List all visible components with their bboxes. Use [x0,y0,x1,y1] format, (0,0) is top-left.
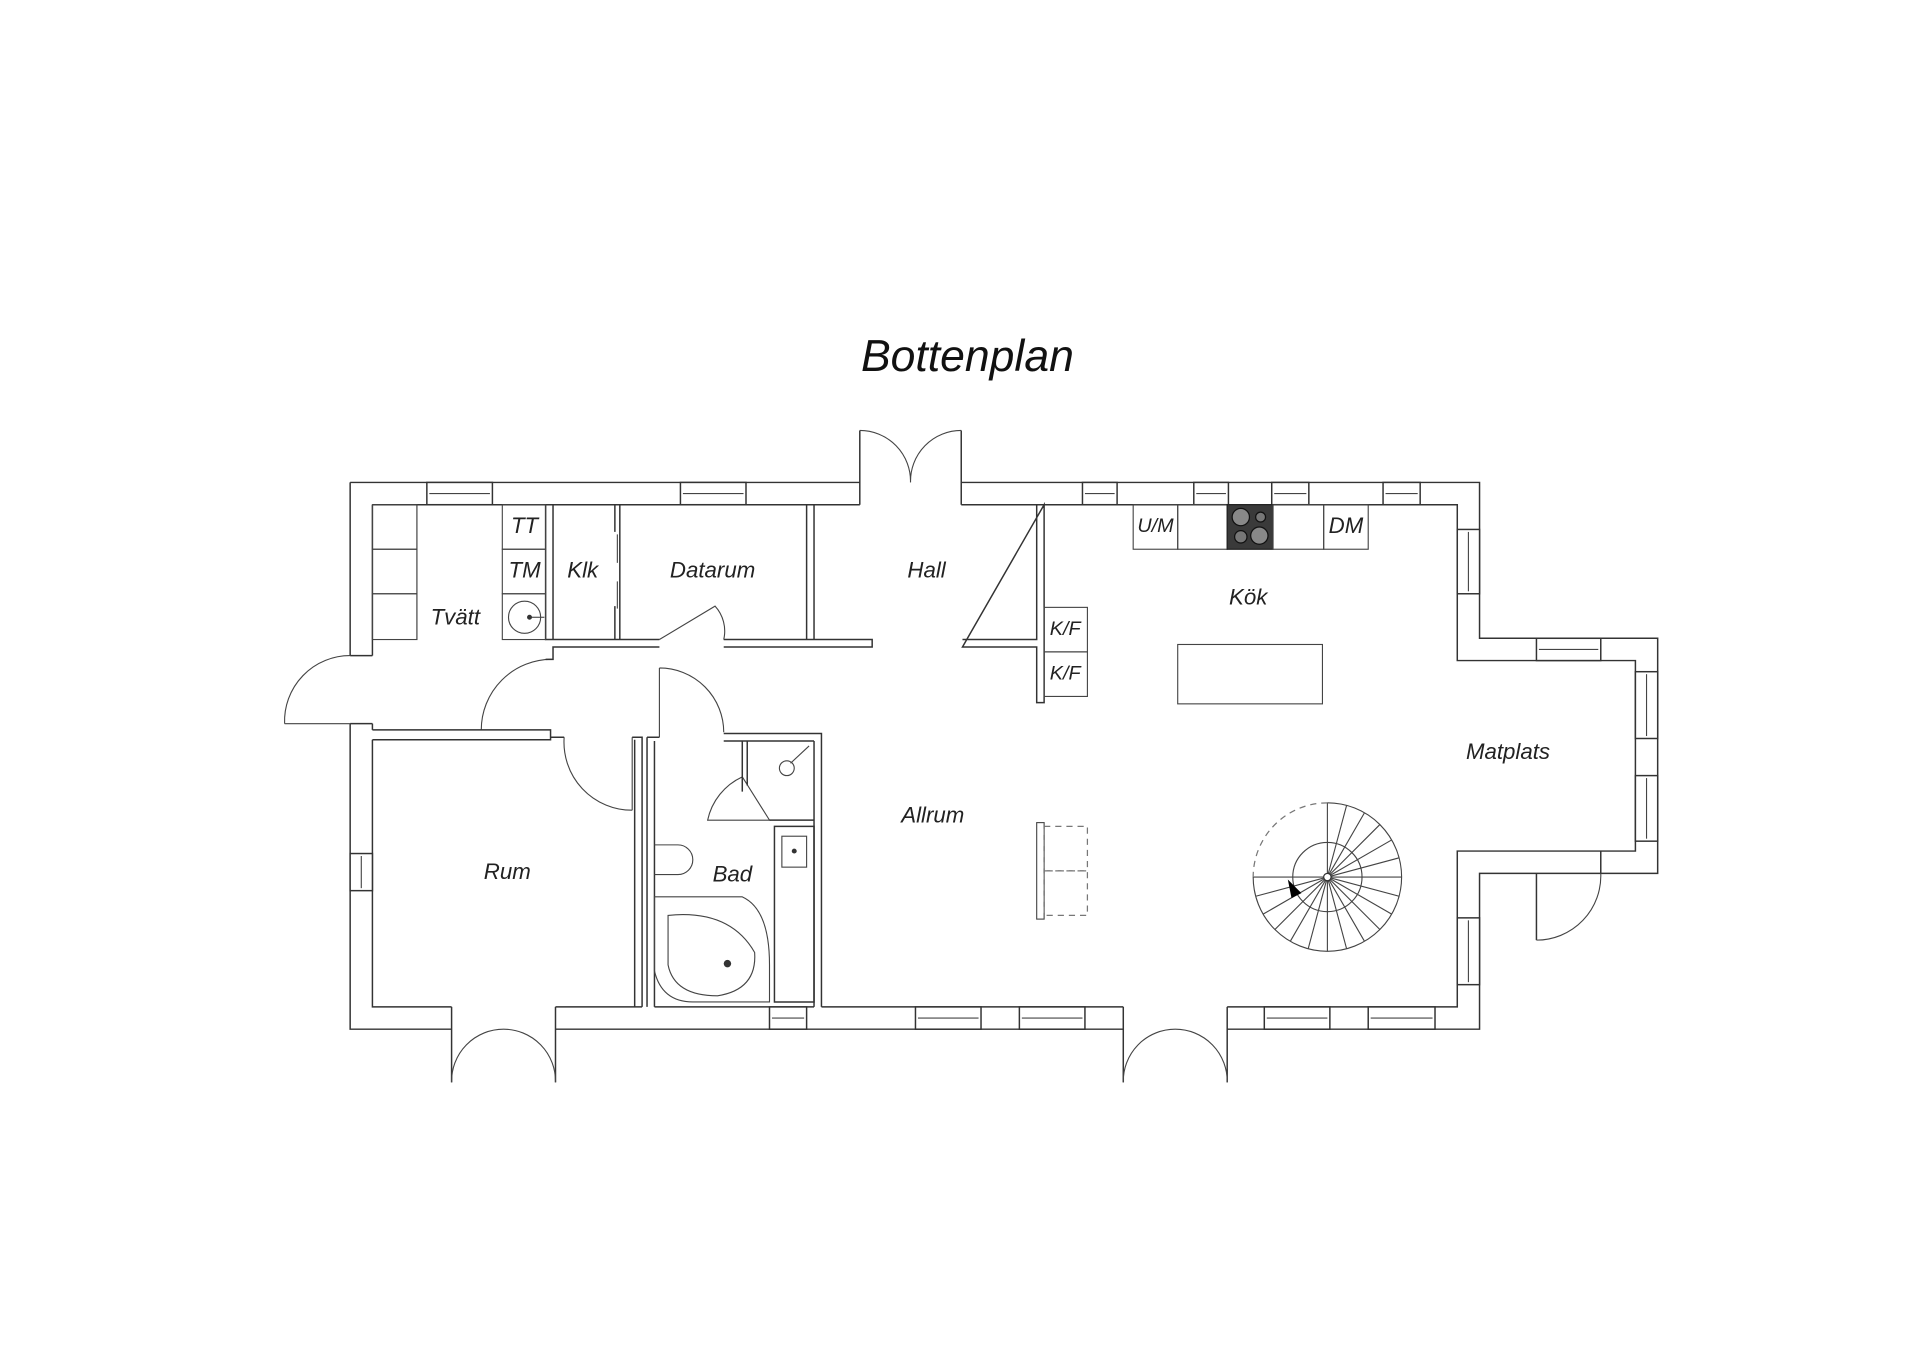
room-tvatt: Tvätt [431,604,481,629]
stair-tread [1274,876,1328,930]
interior-walls [372,501,1045,1007]
stair-tread [1327,839,1392,878]
stair-tread [1289,876,1328,942]
plan-title: Bottenplan [861,332,1074,381]
stair-tread [1326,876,1381,930]
room-rum: Rum [484,859,531,884]
stair-tread [1326,876,1348,949]
shower-icon [778,760,795,777]
toilet-icon [654,844,694,876]
stair-tread [1327,876,1400,897]
windows [349,481,1659,1030]
room-kok: Kök [1229,585,1269,610]
label-dm: DM [1329,513,1364,538]
stair-tread [1326,824,1381,878]
room-klk: Klk [567,557,600,582]
room-labels: TT TM Klk Datarum Hall Tvätt Kök U/M DM … [431,513,1550,887]
stair-tread [1327,857,1400,878]
stair-tread [1326,812,1365,878]
stair-tread [1307,876,1328,949]
label-kf-1: K/F [1050,618,1083,640]
doors [284,429,1602,1083]
room-datarum: Datarum [670,557,755,582]
outer-walls [349,430,1659,1083]
label-kf-2: K/F [1050,662,1083,684]
fixtures [371,504,1369,1003]
stair-tread [1326,805,1348,878]
stair-tread [1326,876,1365,942]
label-tm: TM [509,557,542,582]
spiral-staircase [1252,802,1403,952]
room-matplats: Matplats [1466,739,1550,764]
label-tt: TT [511,513,540,538]
room-bad: Bad [713,862,753,887]
stair-tread [1327,876,1392,915]
label-um: U/M [1137,515,1174,537]
bathtub-icon [653,896,771,1003]
kitchen-island [1177,643,1324,705]
room-allrum: Allrum [899,802,964,827]
stair-direction-arrow [1287,879,1302,899]
room-hall: Hall [907,557,946,582]
